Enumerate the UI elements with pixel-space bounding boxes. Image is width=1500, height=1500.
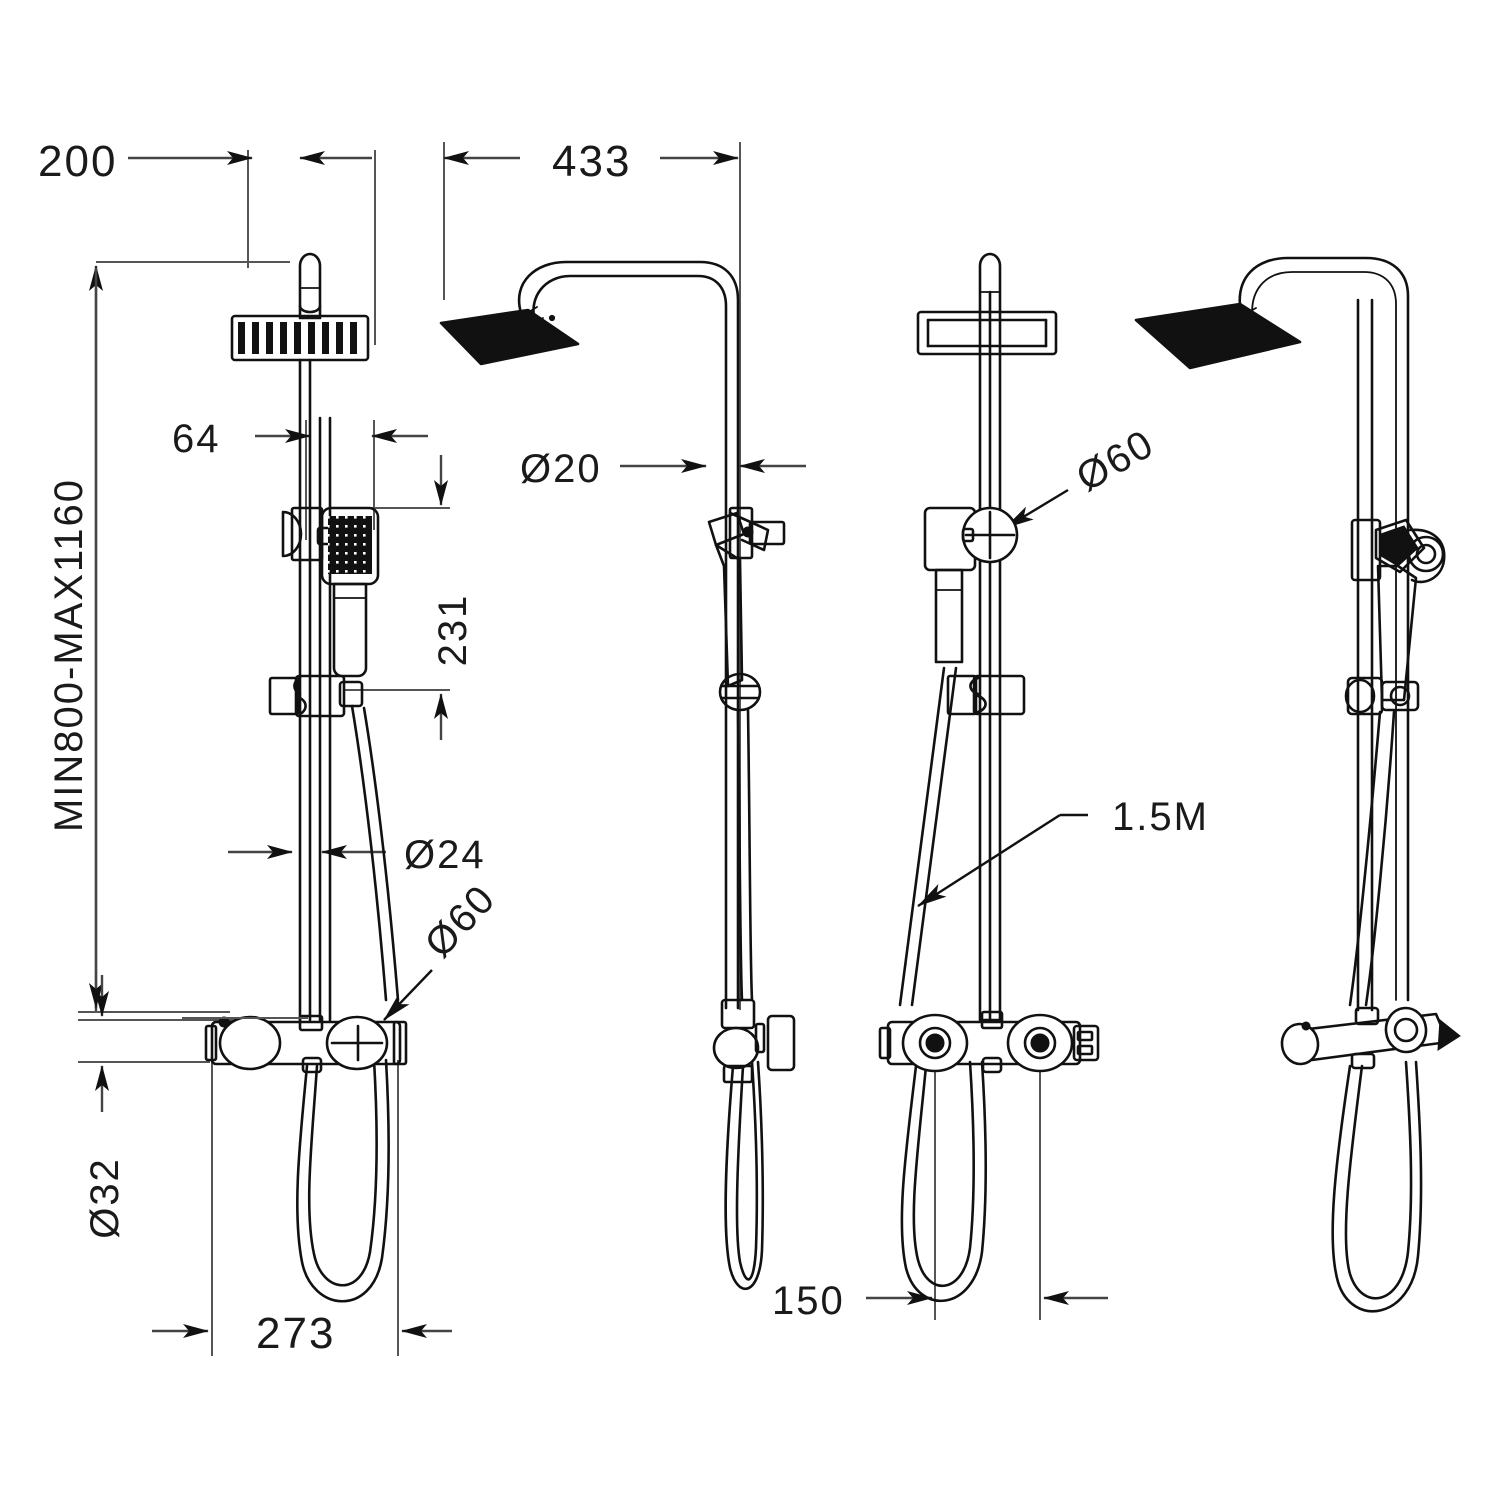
part-shower-column-side xyxy=(439,260,796,1291)
dim-label-231: 231 xyxy=(431,594,475,667)
dimension-200 xyxy=(96,150,376,345)
leader-hose-length xyxy=(917,813,1088,908)
dim-label-200: 200 xyxy=(38,137,117,186)
dim-label-hose-length: 1.5M xyxy=(1112,795,1209,839)
dim-label-60-view1: Ø60 xyxy=(417,876,505,966)
dim-label-height-range: MIN800-MAX1160 xyxy=(47,478,91,832)
dimension-273 xyxy=(152,1055,452,1356)
dim-label-433: 433 xyxy=(552,137,631,186)
view-front-elevation-left xyxy=(78,150,452,1356)
view-side-elevation xyxy=(439,142,806,1291)
leader-60-view1 xyxy=(383,969,433,1021)
dim-label-32: Ø32 xyxy=(83,1157,127,1239)
dimension-433 xyxy=(443,142,741,1010)
view-isometric-3d xyxy=(1134,256,1461,1313)
dimension-height-range xyxy=(78,265,230,1013)
dim-label-64: 64 xyxy=(172,417,221,461)
dim-label-60-view3: Ø60 xyxy=(1069,421,1162,500)
dim-label-20: Ø20 xyxy=(520,447,602,491)
dim-label-150: 150 xyxy=(772,1279,845,1323)
dim-label-273: 273 xyxy=(256,1309,335,1358)
dimension-64 xyxy=(255,420,428,540)
dimension-150 xyxy=(866,1058,1108,1320)
view-front-elevation-right xyxy=(866,252,1108,1320)
dim-label-24: Ø24 xyxy=(404,833,486,877)
part-shower-column-front xyxy=(182,252,408,1303)
part-shower-column-front-right xyxy=(878,252,1100,1303)
leader-60-view3 xyxy=(1004,488,1069,530)
